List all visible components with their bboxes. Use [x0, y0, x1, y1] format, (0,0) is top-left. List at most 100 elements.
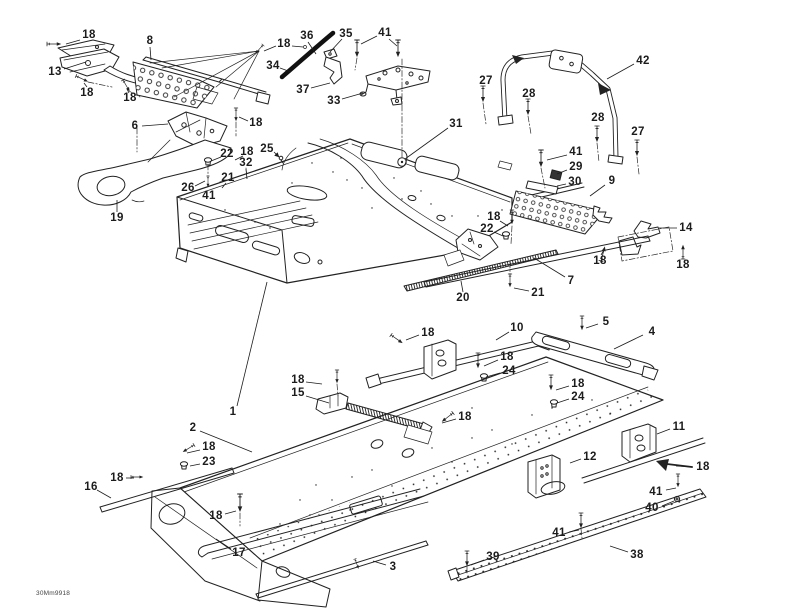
part-number-label: 29: [569, 161, 582, 173]
callout-28: 28: [522, 88, 535, 100]
callout-6: 6: [132, 120, 169, 132]
part-17-channel: [197, 488, 429, 560]
callout-16: 16: [84, 481, 112, 499]
callout-30: 30: [556, 176, 581, 188]
callout-18: 18: [405, 327, 435, 341]
part-number-label: 12: [583, 451, 596, 463]
callout-18: 18: [238, 116, 263, 129]
part-number-label: 20: [456, 292, 469, 304]
callout-23: 23: [189, 456, 215, 468]
fastener-fan-lines: [149, 50, 260, 100]
callout-39: 39: [470, 551, 499, 566]
part-number-label: 18: [82, 29, 96, 41]
part-number-label: 30: [568, 176, 581, 188]
callout-22: 22: [210, 148, 233, 162]
part-number-label: 38: [630, 549, 644, 561]
part-number-label: 22: [220, 148, 233, 160]
part-9-perforated-plate: [509, 169, 613, 235]
part-number-label: 18: [80, 87, 94, 99]
fastener-pins: [46, 39, 686, 570]
part-number-label: 39: [486, 551, 499, 563]
part-number-label: 18: [676, 259, 690, 271]
callout-34: 34: [266, 60, 292, 73]
part-number-label: 21: [531, 287, 545, 299]
callout-18: 18: [483, 351, 514, 367]
part-number-label: 5: [603, 316, 610, 328]
callout-5: 5: [585, 316, 610, 329]
part-19-footrest-plate: [77, 139, 232, 206]
callout-2: 2: [190, 422, 253, 453]
callout-18: 18: [676, 259, 690, 271]
callout-17: 17: [215, 538, 245, 559]
callout-18: 18: [80, 82, 94, 99]
callout-41: 41: [552, 527, 580, 539]
callout-22: 22: [480, 223, 504, 237]
part-number-label: 42: [636, 55, 649, 67]
part-10-rail-and-bracket: [365, 336, 553, 389]
callout-12: 12: [569, 451, 596, 464]
part-number-label: 18: [421, 327, 435, 339]
part-number-label: 23: [202, 456, 215, 468]
part-6-bracket: [167, 111, 228, 148]
part-number-label: 31: [449, 118, 463, 130]
callout-24: 24: [556, 391, 585, 404]
callout-37: 37: [296, 82, 331, 96]
part-1-front-frame: [175, 138, 513, 284]
part-number-label: 35: [339, 28, 353, 40]
part-8-perforated-support: [132, 56, 271, 109]
part-number-label: 7: [568, 275, 575, 287]
part-number-label: 6: [132, 120, 139, 132]
part-number-label: 18: [277, 38, 291, 50]
callout-27: 27: [479, 75, 492, 87]
callout-32: 32: [239, 157, 252, 180]
part-number-label: 14: [679, 222, 693, 234]
part-number-label: 37: [296, 84, 309, 96]
part-13-bracket: [57, 39, 145, 85]
part-11-bracket-and-rail: [581, 423, 706, 484]
callout-36: 36: [300, 30, 317, 55]
part-number-label: 8: [147, 35, 154, 47]
callout-35: 35: [329, 28, 353, 53]
callout-18: 18: [65, 29, 96, 45]
callout-31: 31: [404, 118, 463, 160]
part-number-label: 41: [202, 190, 216, 202]
callout-9: 9: [589, 175, 615, 197]
part-number-label: 18: [291, 374, 305, 386]
part-number-label: 40: [645, 502, 658, 514]
part-number-label: 18: [696, 461, 710, 473]
part-number-label: 32: [239, 157, 252, 169]
callout-18: 18: [110, 472, 134, 484]
part-number-label: 41: [378, 27, 392, 39]
callout-18: 18: [487, 211, 509, 227]
callout-10: 10: [495, 322, 523, 341]
part-number-label: 21: [221, 172, 235, 184]
callout-20: 20: [456, 280, 469, 304]
part-number-label: 25: [260, 143, 274, 155]
part-number-label: 18: [500, 351, 514, 363]
part-34-strip: [279, 30, 336, 80]
part-number-label: 41: [649, 486, 663, 498]
part-number-label: 18: [123, 92, 137, 104]
callout-19: 19: [110, 200, 123, 224]
part-number-label: 3: [390, 561, 397, 573]
part-38-running-board: [447, 488, 707, 582]
part-number-label: 18: [458, 411, 472, 423]
part-number-label: 4: [649, 326, 656, 338]
callout-15: 15: [291, 387, 330, 404]
callout-1: 1: [230, 281, 268, 418]
callout-28: 28: [591, 112, 604, 124]
callout-13: 13: [48, 61, 87, 78]
callout-41: 41: [649, 486, 677, 498]
part-35-37-bracket: [323, 48, 343, 85]
callout-18: 18: [441, 411, 472, 424]
part-number-label: 27: [631, 126, 644, 138]
callout-42: 42: [606, 55, 649, 80]
part-number-label: 19: [110, 212, 123, 224]
part-number-label: 2: [190, 422, 197, 434]
part-number-label: 15: [291, 387, 305, 399]
callout-18: 18: [555, 378, 585, 391]
part-number-label: 18: [593, 255, 607, 267]
part-number-label: 34: [266, 60, 280, 72]
part-number-label: 33: [327, 95, 340, 107]
